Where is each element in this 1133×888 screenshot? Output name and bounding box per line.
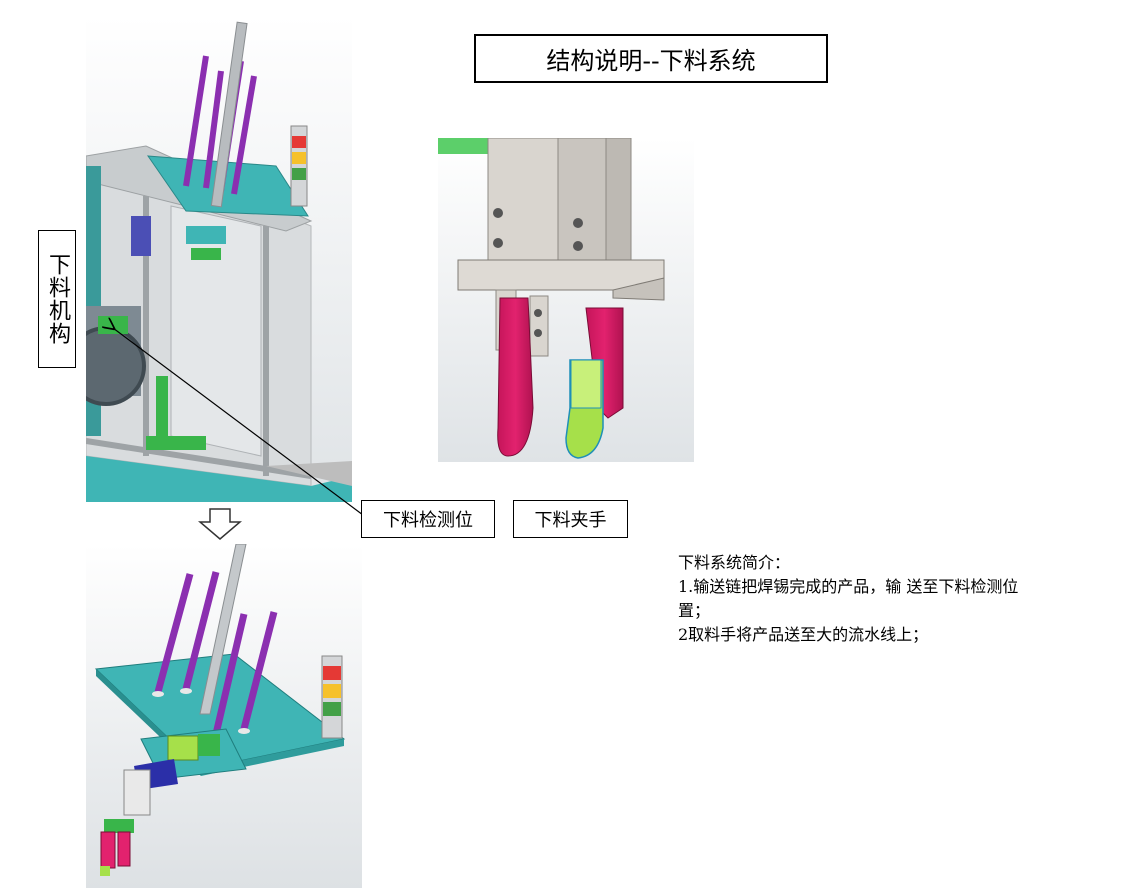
side-label-unloading-mechanism: 下料机构: [38, 230, 76, 368]
machine-render-top: [86, 16, 352, 502]
callout-detect-position: 下料检测位: [361, 500, 495, 538]
intro-heading: 下料系统简介：: [678, 553, 791, 572]
page-title: 结构说明--下料系统: [474, 34, 828, 83]
callout-gripper: 下料夹手: [513, 500, 628, 538]
intro-item-1: 1.输送链把焊锡完成的产品，输 送至下料检测位: [678, 577, 1019, 596]
intro-text-block: 下料系统简介： 1.输送链把焊锡完成的产品，输 送至下料检测位 置； 2取料手将…: [678, 551, 1118, 647]
intro-item-1-cont: 置；: [678, 601, 711, 620]
gripper-render: [438, 138, 694, 462]
unloading-system-render: [86, 544, 362, 888]
intro-item-2: 2取料手将产品送至大的流水线上；: [678, 625, 929, 644]
down-arrow-icon: [198, 508, 242, 540]
